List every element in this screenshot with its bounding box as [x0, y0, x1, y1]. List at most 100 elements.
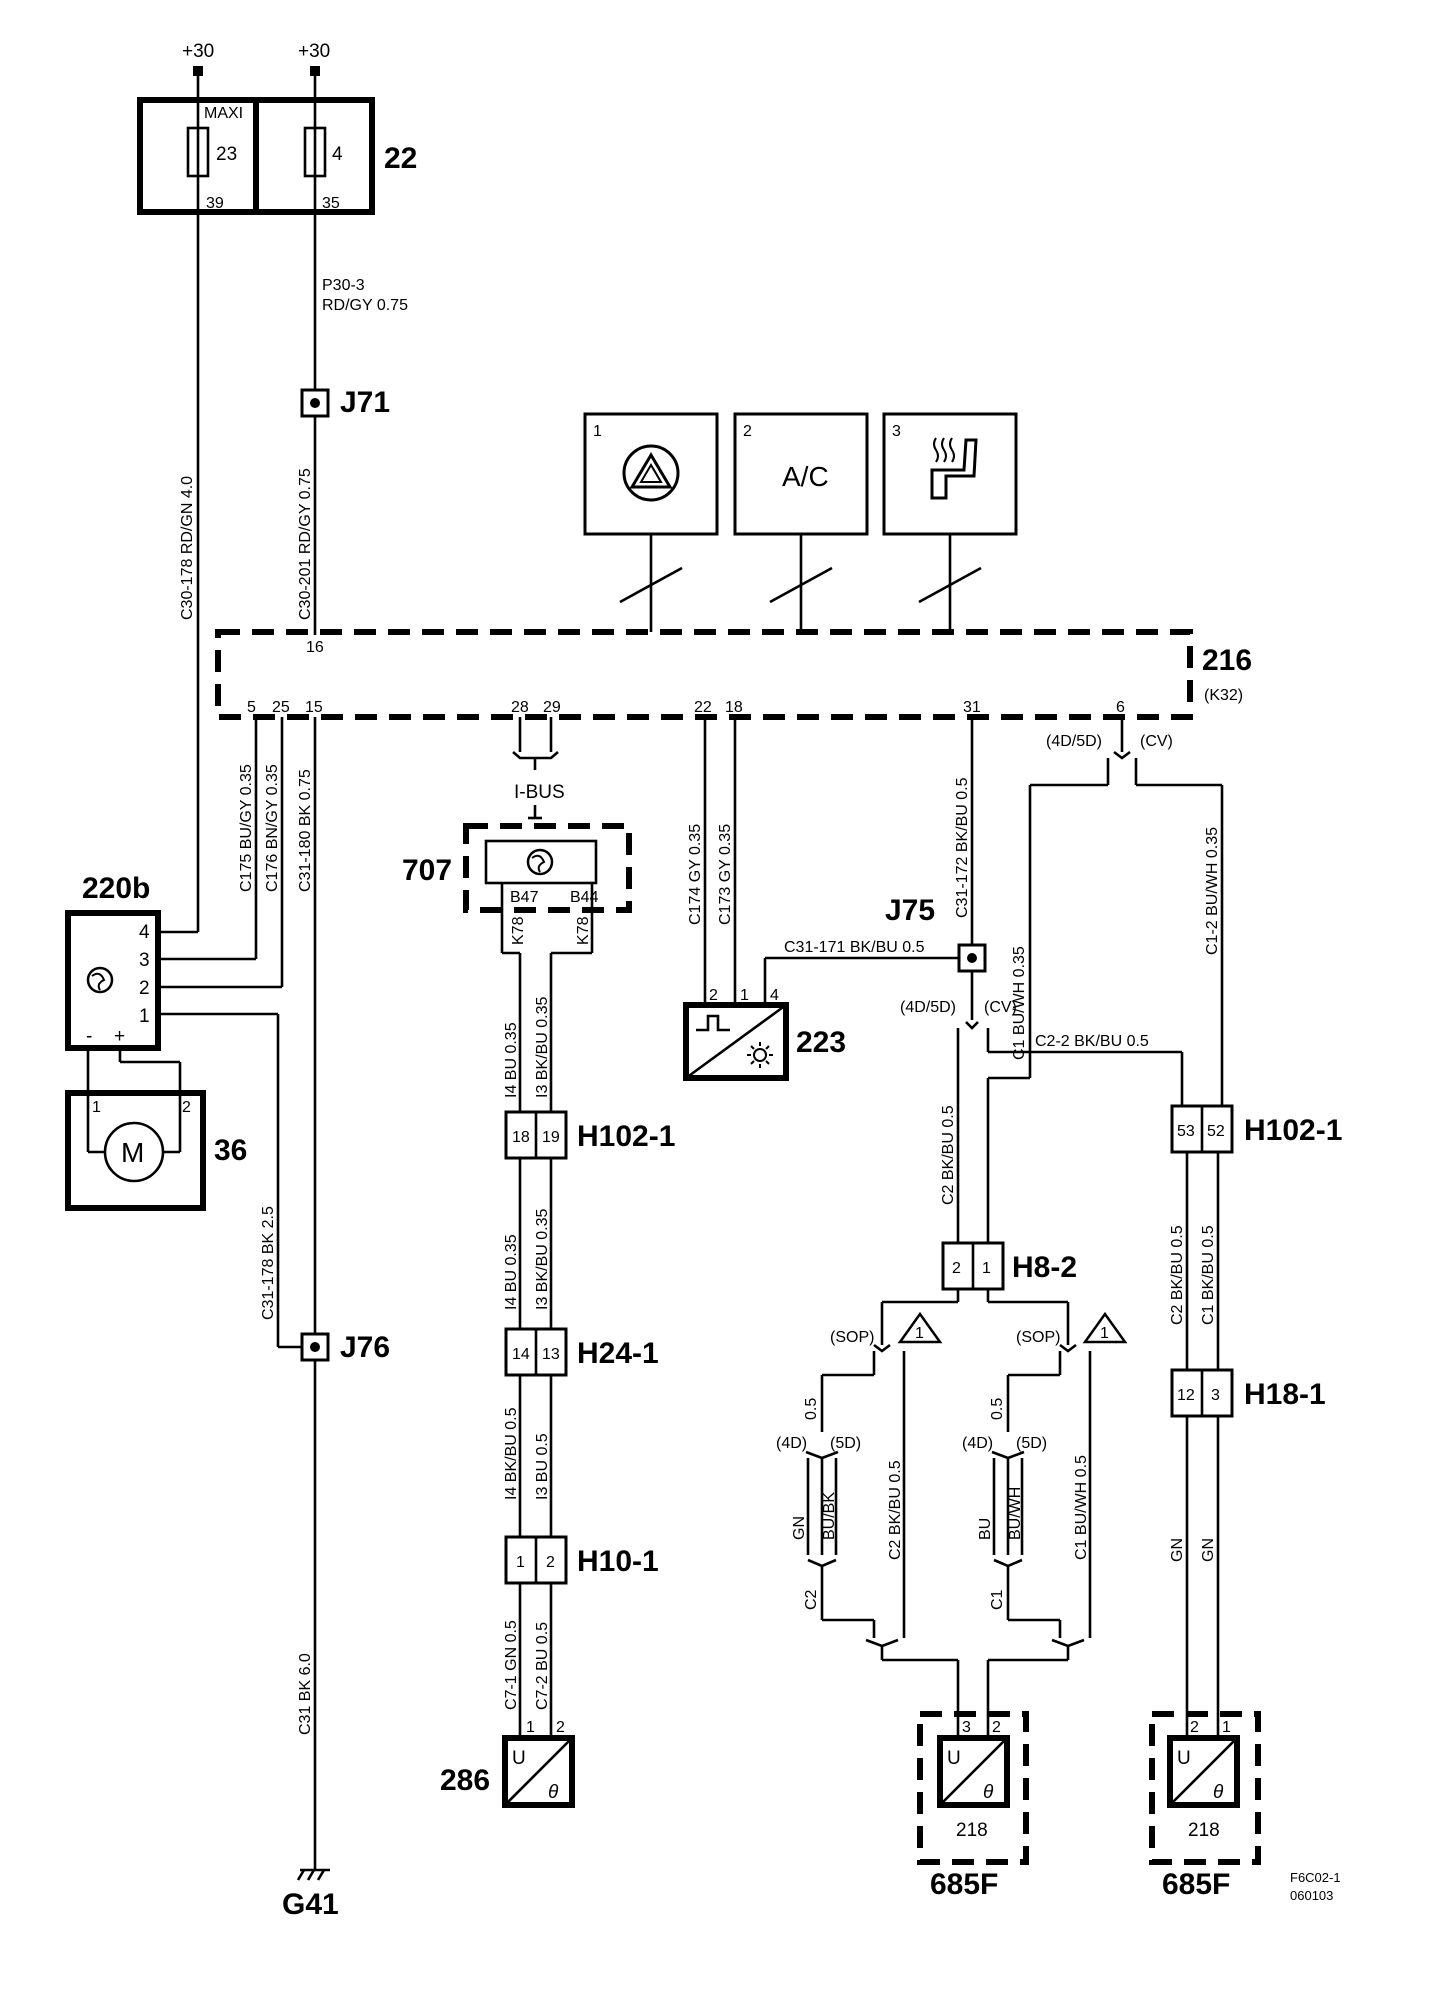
splice-j76-label: J76 [340, 1331, 390, 1364]
acc-pin-22: 22 [694, 699, 712, 716]
sensor-218a-u: U [947, 1748, 961, 1769]
sensor-286-pin-1: 1 [526, 1719, 535, 1736]
sensor-286-u: U [512, 1748, 526, 1769]
wire-c2-mid: C2 BK/BU 0.5 [940, 1105, 957, 1205]
sop-a-main: C2 BK/BU 0.5 [887, 1460, 904, 1560]
connector-h8-2: 2 1 H8-2 [941, 1241, 1077, 1291]
sensor-286-pin-2: 2 [556, 1719, 565, 1736]
acc-pin-18: 18 [725, 699, 743, 716]
ground-label: G41 [282, 1888, 339, 1921]
wire-c7-2: C7-2 BU 0.5 [534, 1622, 551, 1710]
h10-pin-2: 2 [546, 1554, 555, 1571]
splice-j75: J75 [885, 894, 987, 973]
wire-i3-c: I3 BU 0.5 [534, 1433, 551, 1500]
sop-b-label: (SOP) [1016, 1329, 1060, 1346]
sop-branch-a: (SOP) 1 0.5 (4D) (5D) GN BU/BK C2 C2 BK/… [776, 1311, 958, 1662]
box3-number: 3 [892, 423, 901, 440]
h24-id: H24-1 [577, 1337, 659, 1370]
j75-variant-4d5d: (4D/5D) [900, 999, 956, 1016]
sop-a-c2: C2 [803, 1589, 820, 1610]
sensor-218a-housing: 685F [930, 1868, 998, 1901]
sop-a-warn: 1 [915, 1325, 924, 1342]
wire-gn-a: GN [1169, 1538, 1186, 1562]
wire-c7-1: C7-1 GN 0.5 [503, 1620, 520, 1710]
h18-id: H18-1 [1244, 1378, 1326, 1411]
sop-b-main: C1 BU/WH 0.5 [1073, 1455, 1090, 1560]
motor-pin-1: 1 [92, 1099, 101, 1116]
sop-b-gauge: 0.5 [989, 1398, 1006, 1420]
fuse-23-label: 23 [216, 144, 237, 165]
sop-b-5d: (5D) [1016, 1435, 1047, 1452]
acc-variant-cv: (CV) [1140, 733, 1173, 750]
fuse-box-22: MAXI 23 4 39 35 22 [137, 97, 417, 215]
power-feeds: +30 +30 [182, 41, 330, 100]
wire-c30-201: C30-201 RD/GY 0.75 [297, 468, 314, 620]
h24-pin-2: 13 [542, 1346, 560, 1363]
sensor-218a-pin-2: 2 [992, 1719, 1001, 1736]
sensor-218b-id: 218 [1188, 1820, 1220, 1841]
sun-sensor-223: 2 1 4 223 [683, 987, 846, 1081]
h18-pin-1: 12 [1177, 1387, 1195, 1404]
wire-c1-r: C1 BK/BU 0.5 [1200, 1225, 1217, 1325]
h102-right-pin-1: 53 [1177, 1123, 1195, 1140]
box2-number: 2 [743, 423, 752, 440]
fan-pin-4: 4 [139, 922, 150, 943]
power-label-a: +30 [182, 41, 214, 62]
wire-i4-a: I4 BU 0.35 [503, 1022, 520, 1098]
sensor-286: 1 2 U θ 286 [440, 1719, 575, 1808]
acc-variant-4d5d: (4D/5D) [1046, 733, 1102, 750]
warning-triangle-icon [1082, 1311, 1128, 1344]
sensor-218a-pin-3: 3 [962, 1719, 971, 1736]
pulse-icon [696, 1014, 730, 1032]
sensor-218b-pin-1: 1 [1222, 1719, 1231, 1736]
h102-right-id: H102-1 [1244, 1114, 1342, 1147]
control-button-seat-heat[interactable]: 3 [882, 412, 1018, 536]
fan-pin-3: 3 [139, 950, 150, 971]
sensor-218b-u: U [1177, 1748, 1191, 1769]
unit-707: B47 B44 707 [402, 823, 632, 913]
connector-h24-1: 14 13 H24-1 [504, 1327, 659, 1377]
acc-pin-6: 6 [1116, 699, 1125, 716]
unit-707-b44: B44 [570, 889, 599, 906]
wire-c31-172: C31-172 BK/BU 0.5 [954, 777, 971, 918]
fan-pin-minus: - [86, 1026, 92, 1047]
sensor-218b-pin-2: 2 [1190, 1719, 1199, 1736]
wire-c176: C176 BN/GY 0.35 [264, 764, 281, 892]
sensor-223-pin-4: 4 [770, 987, 779, 1004]
fusebox-id: 22 [384, 142, 417, 175]
wire-c2-r: C2 BK/BU 0.5 [1169, 1225, 1186, 1325]
sensor-218b-housing: 685F [1162, 1868, 1230, 1901]
acc-module-id: 216 [1202, 644, 1252, 677]
wire-c174: C174 GY 0.35 [687, 824, 704, 925]
acc-pin-28: 28 [511, 699, 529, 716]
fan-pin-1: 1 [139, 1006, 150, 1027]
acc-module-216: 16 5 25 15 28 29 22 18 31 6 216 (K32) [215, 629, 1252, 720]
unit-707-icon [526, 848, 554, 876]
h10-pin-1: 1 [516, 1554, 525, 1571]
terminal-b [310, 66, 320, 76]
box1-number: 1 [593, 423, 602, 440]
motor-icon [103, 1121, 165, 1183]
control-button-hazard[interactable]: 1 [583, 412, 719, 536]
h10-id: H10-1 [577, 1545, 659, 1578]
ac-label: A/C [782, 461, 829, 492]
warning-triangle-icon [897, 1311, 943, 1344]
wire-c31-178: C31-178 BK 2.5 [260, 1206, 277, 1320]
sop-b-c1: C1 [989, 1589, 1006, 1610]
fuse-maxi-label: MAXI [204, 105, 243, 122]
fan-control-220b: 220b 4 3 2 1 - + [65, 872, 161, 1051]
sop-a-gauge: 0.5 [803, 1398, 820, 1420]
connector-h18-1: 12 3 H18-1 [1170, 1368, 1326, 1418]
ground-g41: G41 [282, 1868, 339, 1921]
sop-a-label: (SOP) [830, 1329, 874, 1346]
unit-707-b47: B47 [510, 889, 539, 906]
h8-id: H8-2 [1012, 1251, 1077, 1284]
wire-i4-b: I4 BU 0.35 [503, 1234, 520, 1310]
connector-h102-1-left: 18 19 H102-1 [504, 1110, 675, 1160]
fuse-pin-35: 35 [322, 195, 340, 212]
control-button-ac[interactable]: 2 A/C [733, 412, 869, 536]
sop-a-bubk: BU/BK [821, 1492, 838, 1540]
wire-i3-a: I3 BK/BU 0.35 [534, 997, 551, 1098]
power-label-b: +30 [298, 41, 330, 62]
h8-pin-2: 1 [982, 1260, 991, 1277]
